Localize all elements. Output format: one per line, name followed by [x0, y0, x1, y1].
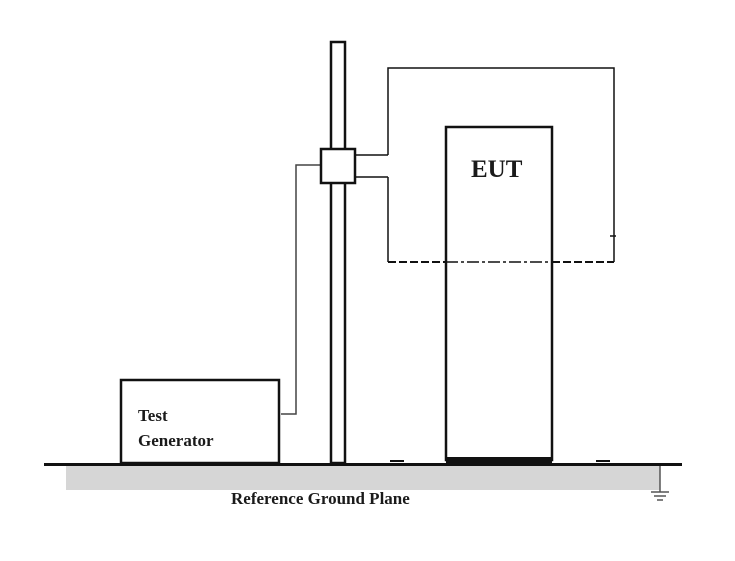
generator-label-line2: Generator [138, 431, 214, 450]
generator-label-line1: Test [138, 406, 168, 425]
vertical-pole [329, 40, 347, 465]
coupling-clamp-box [319, 147, 357, 185]
generator-cable [281, 164, 321, 415]
eut-base [446, 457, 552, 463]
eut-label: EUT [471, 156, 523, 183]
earth-ground-icon [651, 466, 669, 501]
cable-loop [387, 67, 615, 262]
ground-plane-slab [66, 466, 660, 490]
test-generator-box [119, 378, 281, 465]
ground-plane-label: Reference Ground Plane [231, 489, 410, 508]
